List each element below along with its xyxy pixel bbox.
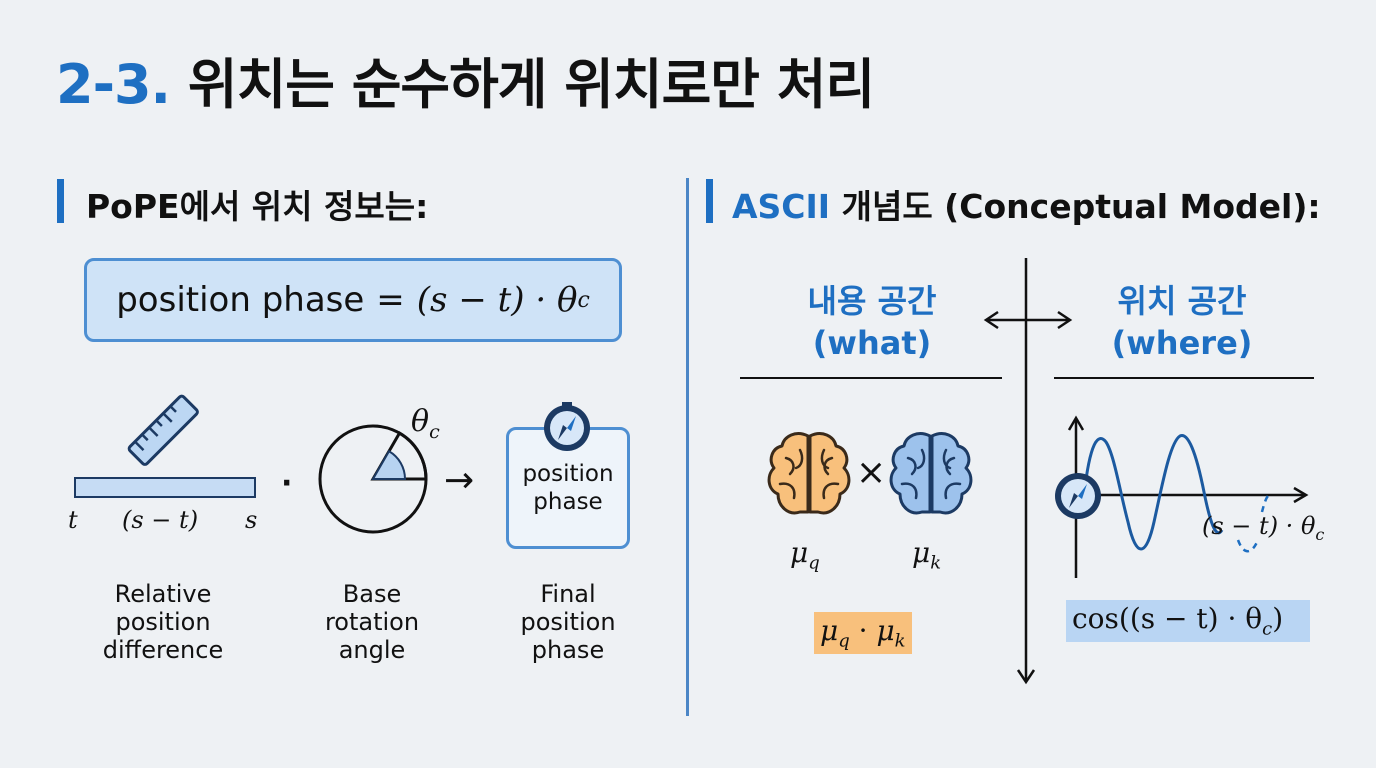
content-space-label: 내용 공간 (what) bbox=[770, 280, 974, 364]
right-section-bar bbox=[706, 179, 713, 223]
mu-k-label: μk bbox=[912, 536, 941, 574]
position-space-line1: 위치 공간 bbox=[1080, 280, 1284, 322]
wave-label-expr: (s − t) · θ bbox=[1202, 512, 1315, 540]
left-section-heading: PoPE에서 위치 정보는: bbox=[86, 180, 428, 228]
caption-base-2: rotation bbox=[300, 608, 444, 636]
label-t: t bbox=[68, 506, 78, 534]
brain-icon-query bbox=[766, 428, 852, 524]
position-space-line2: (where) bbox=[1080, 322, 1284, 364]
label-diff: (s − t) bbox=[122, 506, 198, 534]
multiply-dot: · bbox=[281, 466, 292, 501]
content-space-line2: (what) bbox=[770, 322, 974, 364]
position-cos-expression: cos((s − t) · θc) bbox=[1066, 600, 1310, 642]
page-title: 2-3. 위치는 순수하게 위치로만 처리 bbox=[56, 40, 874, 119]
caption-base-1: Base bbox=[300, 580, 444, 608]
final-box-line2: phase bbox=[533, 488, 602, 516]
theta-label: θc bbox=[411, 404, 440, 443]
product-b: μ bbox=[876, 614, 894, 647]
title-text: 위치는 순수하게 위치로만 처리 bbox=[188, 53, 874, 116]
caption-final-3: phase bbox=[496, 636, 640, 664]
theta-sub: c bbox=[429, 421, 440, 443]
formula-sub: c bbox=[577, 288, 589, 313]
formula-equals: = bbox=[376, 280, 405, 320]
mu-k-base: μ bbox=[912, 536, 930, 569]
caption-relative-2: position bbox=[90, 608, 236, 636]
caption-final-1: Final bbox=[496, 580, 640, 608]
caption-final-2: position bbox=[496, 608, 640, 636]
label-s: s bbox=[245, 506, 257, 534]
content-product-expression: μq · μk bbox=[814, 612, 912, 654]
right-heading-rest: 개념도 (Conceptual Model): bbox=[842, 187, 1321, 226]
relative-position-bar bbox=[74, 477, 256, 498]
right-section-heading: ASCII 개념도 (Conceptual Model): bbox=[732, 180, 1321, 228]
caption-relative-3: difference bbox=[90, 636, 236, 664]
caption-base: Base rotation angle bbox=[300, 580, 444, 664]
product-b-sub: k bbox=[895, 631, 906, 652]
left-section-bar bbox=[57, 179, 64, 223]
compass-icon bbox=[538, 400, 598, 454]
mu-q-base: μ bbox=[790, 536, 808, 569]
right-heading-accent: ASCII bbox=[732, 187, 830, 226]
content-space-line1: 내용 공간 bbox=[770, 280, 974, 322]
caption-relative-1: Relative bbox=[90, 580, 236, 608]
caption-base-3: angle bbox=[300, 636, 444, 664]
mu-q-sub: q bbox=[808, 553, 820, 574]
formula-expr: (s − t) · θ bbox=[417, 280, 578, 320]
ruler-icon bbox=[124, 392, 204, 470]
cos-sub: c bbox=[1262, 619, 1272, 640]
mu-q-label: μq bbox=[790, 536, 820, 574]
times-sign: × bbox=[856, 452, 886, 493]
wave-label-sub: c bbox=[1315, 525, 1324, 544]
mu-k-sub: k bbox=[930, 553, 941, 574]
wave-phase-label: (s − t) · θc bbox=[1202, 512, 1324, 544]
product-a-sub: q bbox=[838, 631, 850, 652]
cos-suffix: ) bbox=[1272, 602, 1283, 635]
product-dot: · bbox=[859, 614, 868, 647]
position-space-label: 위치 공간 (where) bbox=[1080, 280, 1284, 364]
compass-icon-wave bbox=[1052, 470, 1104, 522]
title-number: 2-3. bbox=[56, 53, 170, 116]
caption-final: Final position phase bbox=[496, 580, 640, 664]
theta-base: θ bbox=[411, 404, 429, 439]
cos-prefix: cos((s − t) · θ bbox=[1072, 602, 1262, 635]
arrow-right-icon: → bbox=[444, 460, 474, 501]
formula-text: position phase bbox=[116, 280, 364, 320]
final-box-line1: position bbox=[522, 460, 613, 488]
caption-relative: Relative position difference bbox=[90, 580, 236, 664]
brain-icon-key bbox=[888, 428, 974, 524]
product-a: μ bbox=[820, 614, 838, 647]
section-divider bbox=[686, 178, 689, 716]
